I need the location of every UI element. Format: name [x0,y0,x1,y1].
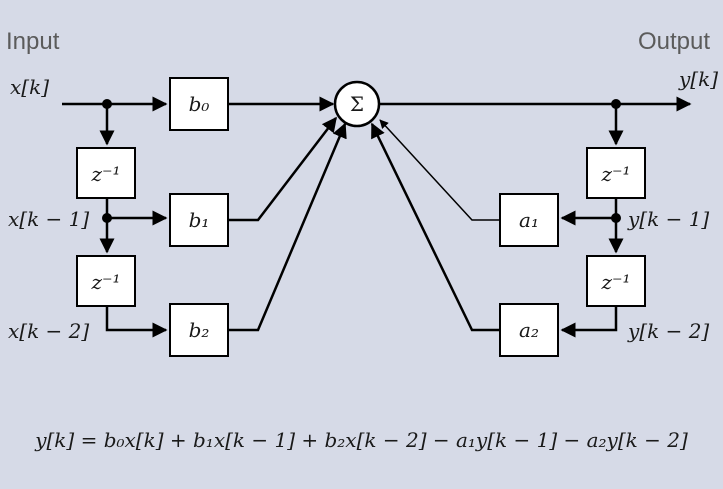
signal-y-k-1: y[k − 1] [627,207,709,231]
output-label: Output [638,28,711,55]
delay-label: z⁻¹ [600,162,630,186]
signal-x-k-1: x[k − 1] [8,207,89,231]
wire-b1-to-sum [228,116,337,222]
wire-yk2-to-a2 [560,306,618,338]
block-a2-label: a₂ [519,318,539,342]
signal-x-k: x[k] [10,75,49,99]
wire-a1-to-sum [379,119,500,221]
junction-yk1 [611,213,621,223]
signal-x-k-2: x[k − 2] [8,319,89,343]
block-a1: a₁ [499,193,559,247]
signal-y-k: y[k] [678,67,718,91]
sum-symbol: Σ [350,92,364,116]
wire-b2-to-sum [228,122,347,332]
block-b2: b₂ [169,303,229,357]
junction-xk [102,99,112,109]
delay-block-x1: z⁻¹ [76,147,136,199]
block-b1-label: b₁ [189,208,210,232]
block-b2-label: b₂ [189,318,210,342]
delay-label: z⁻¹ [600,270,630,294]
block-b0: b₀ [169,77,229,131]
junction-yk [611,99,621,109]
block-a1-label: a₁ [519,208,539,232]
summing-junction: Σ [333,80,381,128]
summer-input-wiring [228,96,500,332]
block-b1: b₁ [169,193,229,247]
difference-equation: y[k] = b₀x[k] + b₁x[k − 1] + b₂x[k − 2] … [35,428,688,452]
signal-y-k-2: y[k − 2] [627,319,709,343]
junction-xk1 [102,213,112,223]
block-a2: a₂ [499,303,559,357]
delay-label: z⁻¹ [90,270,120,294]
delay-label: z⁻¹ [90,162,120,186]
delay-block-y2: z⁻¹ [586,255,646,307]
input-label: Input [6,28,60,55]
wire-a2-to-sum [370,122,500,332]
delay-block-y1: z⁻¹ [586,147,646,199]
feedback-wiring [380,96,692,338]
delay-block-x2: z⁻¹ [76,255,136,307]
block-b0-label: b₀ [189,92,210,116]
